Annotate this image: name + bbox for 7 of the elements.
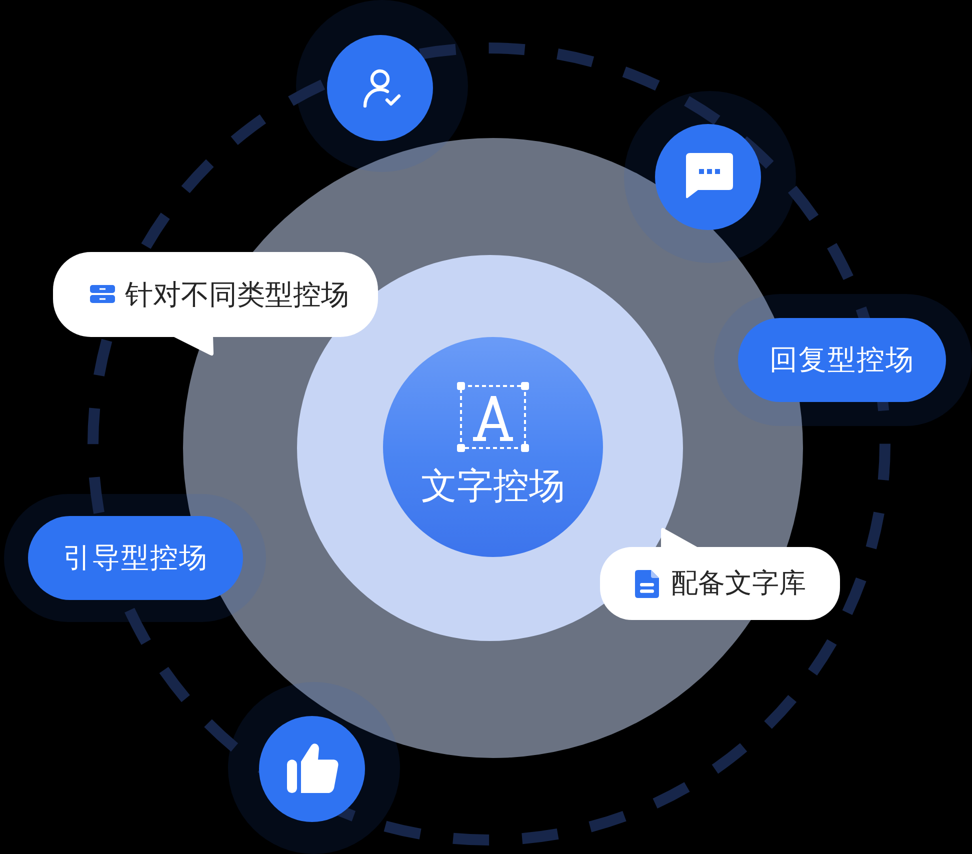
title-text: 文字控场: [421, 465, 565, 509]
speech-bubble: [53, 252, 378, 357]
bubble-text: 配备文字库: [671, 567, 806, 601]
speech-bubble: [600, 527, 840, 620]
category-pill: 引导型控场: [28, 516, 243, 600]
bubble-text: 针对不同类型控场: [125, 276, 349, 312]
category-pill: 回复型控场: [738, 318, 946, 402]
